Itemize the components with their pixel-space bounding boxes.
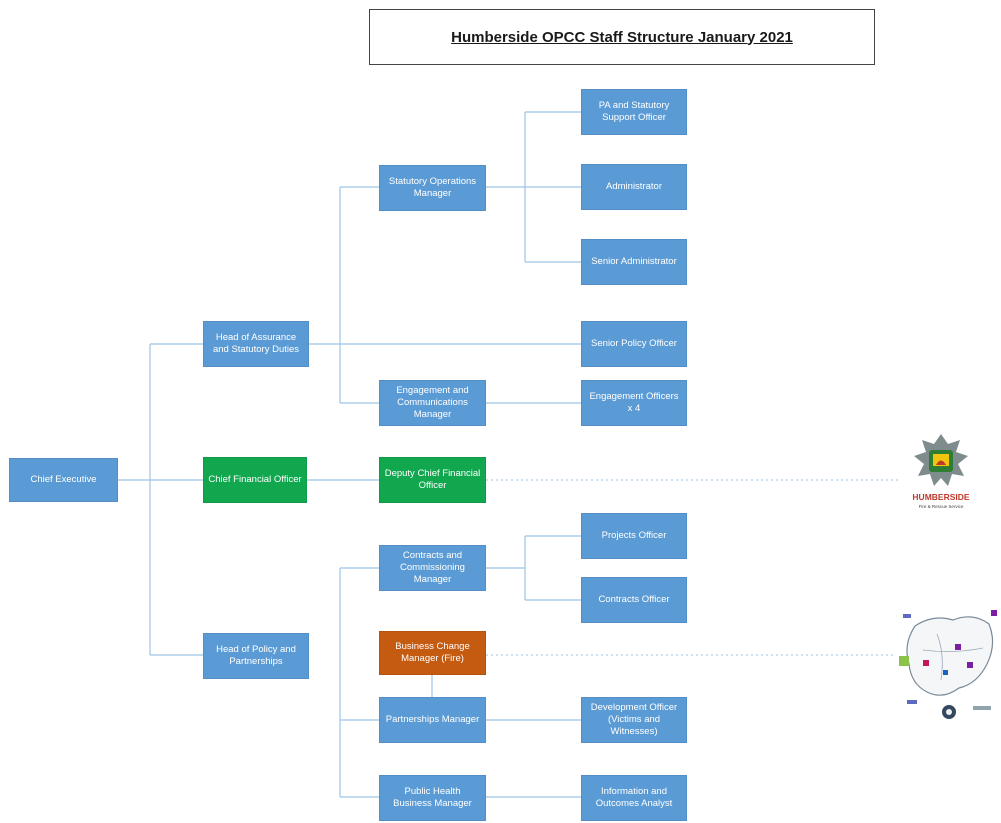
fire-service-crest-icon	[914, 434, 968, 486]
node-partnerships-manager: Partnerships Manager	[379, 697, 486, 743]
node-chief-financial-officer: Chief Financial Officer	[203, 457, 307, 503]
node-engagement-officers: Engagement Officers x 4	[581, 380, 687, 426]
node-chief-executive: Chief Executive	[9, 458, 118, 502]
node-information-outcomes-analyst: Information and Outcomes Analyst	[581, 775, 687, 821]
node-administrator: Administrator	[581, 164, 687, 210]
chart-title-box: Humberside OPCC Staff Structure January …	[369, 9, 875, 65]
node-contracts-officer: Contracts Officer	[581, 577, 687, 623]
node-projects-officer: Projects Officer	[581, 513, 687, 559]
region-map-icon	[899, 610, 997, 719]
node-development-officer: Development Officer (Victims and Witness…	[581, 697, 687, 743]
node-engagement-communications-manager: Engagement and Communications Manager	[379, 380, 486, 426]
node-business-change-manager: Business Change Manager (Fire)	[379, 631, 486, 675]
node-deputy-chief-financial-officer: Deputy Chief Financial Officer	[379, 457, 486, 503]
node-contracts-commissioning-manager: Contracts and Commissioning Manager	[379, 545, 486, 591]
node-senior-administrator: Senior Administrator	[581, 239, 687, 285]
node-head-of-policy: Head of Policy and Partnerships	[203, 633, 309, 679]
node-statutory-operations-manager: Statutory Operations Manager	[379, 165, 486, 211]
node-senior-policy-officer: Senior Policy Officer	[581, 321, 687, 367]
humberside-region-map	[893, 604, 1001, 728]
fire-service-subtitle: Fire & Rescue Service	[918, 504, 964, 509]
node-pa-statutory-support-officer: PA and Statutory Support Officer	[581, 89, 687, 135]
node-public-health-business-manager: Public Health Business Manager	[379, 775, 486, 821]
chart-title: Humberside OPCC Staff Structure January …	[451, 28, 793, 46]
fire-service-name: HUMBERSIDE	[912, 492, 970, 502]
node-head-of-assurance: Head of Assurance and Statutory Duties	[203, 321, 309, 367]
humberside-fire-rescue-logo: HUMBERSIDE Fire & Rescue Service	[898, 432, 984, 518]
